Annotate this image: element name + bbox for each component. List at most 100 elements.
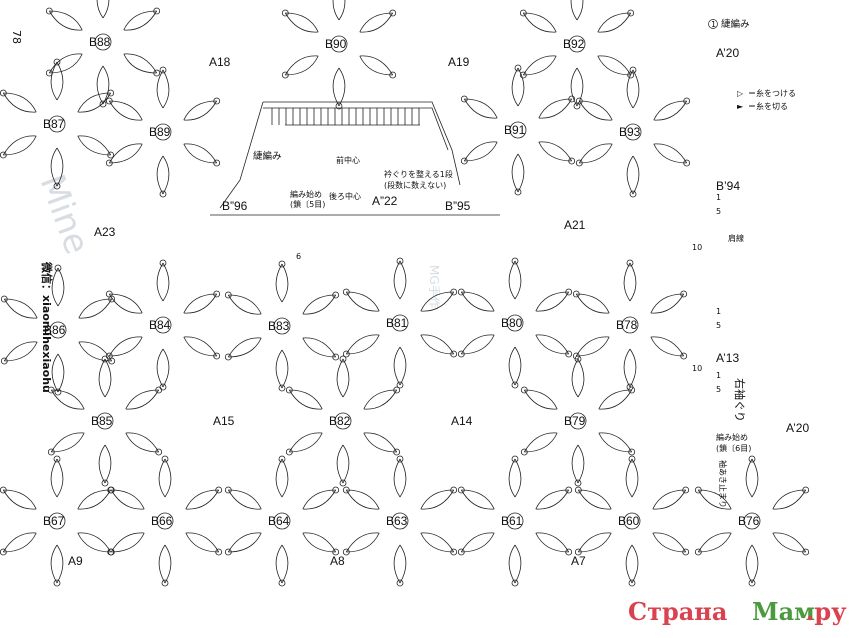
right-column-label-0: A’20 [716,46,739,60]
star-label-b84: B84 [149,318,171,332]
hexagon-label-a15: A15 [213,414,235,428]
star-motif-b83 [224,260,340,392]
annotation-start-sleeve-2: (鎖〔6目) [716,443,751,453]
star-label-b88: B88 [89,35,111,49]
collar-border [210,101,500,216]
brand-part3: .ру [806,597,847,626]
star-motif-b86 [0,264,116,396]
hexagon-label-a21: A21 [564,218,586,232]
hexagon-label-a9: A9 [68,554,83,568]
star-label-b81: B81 [386,316,408,330]
watermark-mine: Mine [32,169,97,259]
row-number-mid-1: 1 [716,307,721,316]
star-label-b63: B63 [386,514,408,528]
star-label-b87: B87 [43,117,65,131]
brand-part1: Страна [628,597,727,626]
annotation-right-sleeve: 右袖ぐり [733,378,747,422]
row-number-round-1: 1 [711,20,716,29]
legend-label-join: ＝糸をつける [748,88,796,98]
annotation-top-right: 緁編み [721,18,750,30]
right-column-label-3: A’20 [786,421,809,435]
star-motif-b88 [45,0,161,108]
watermark-mg: MG手作 [427,265,441,309]
watermark-layer: Mine MG手作 [32,169,441,308]
row-number-lower-1: 1 [716,371,721,380]
collar-label-a22: A”22 [372,194,398,208]
star-motif-b60 [574,455,690,587]
hexagon-label-a8: A8 [330,554,345,568]
annotation-start-sleeve-1: 編み始め [716,432,748,442]
hexagon-label-a23: A23 [94,225,116,239]
star-motif-b82 [285,355,401,487]
page-number: 78 [10,30,23,44]
annotation-back-center: 後ろ中心 [329,191,361,201]
brand-part2: Мам [752,597,815,626]
star-motif-b92 [519,0,635,110]
annotation-front-center: 前中心 [336,155,360,165]
star-label-b64: B64 [268,514,290,528]
row-number-inner-6: 6 [296,252,301,261]
star-motif-b80 [457,257,573,389]
collar-label-b95: B”95 [445,199,471,213]
star-motif-b81 [342,257,458,389]
star-motif-b93 [575,66,691,198]
star-motif-b85 [47,355,163,487]
star-label-b82: B82 [329,414,351,428]
motif-line-layer [0,0,810,587]
watermark-wechat: 微信：xiaomihexiaohu [40,261,54,393]
star-label-b90: B90 [325,37,347,51]
star-motif-b78 [572,259,688,391]
collar-pickets [271,108,420,125]
star-motif-b63 [342,455,458,587]
star-label-b89: B89 [149,125,171,139]
collar-label-b96: B”96 [222,199,248,213]
annotation-start-collar-2: (鎖〔5目) [290,199,325,209]
legend-symbol-join: ▷ [737,89,744,98]
right-column-label-1: B’94 [716,179,740,193]
star-label-b92: B92 [563,37,585,51]
star-motif-b61 [457,455,573,587]
star-label-b76: B76 [738,514,760,528]
star-label-b80: B80 [501,316,523,330]
annotations: 緁編み 緁編み 前中心 衿ぐりを整える1段 (段数に数えない) 編み始め (鎖〔… [253,18,751,508]
star-motif-b79 [520,355,636,487]
annotation-border-left: 緁編み [253,150,282,162]
star-label-b67: B67 [43,514,65,528]
brand-logo: Страна Мам .ру [628,597,847,626]
star-motif-b90 [281,0,397,110]
hexagon-label-a18: A18 [209,55,231,69]
annotation-collar-note-1: 衿ぐりを整える1段 [384,169,453,179]
star-motif-b66 [107,455,223,587]
row-number-lower-5: 5 [716,385,721,394]
legend-symbol-cut: ► [737,102,744,111]
row-numbers: 1 1 5 10 1 5 1 5 10 6 [296,19,721,394]
hexagon-label-a7: A7 [571,554,586,568]
star-motif-b64 [224,455,340,587]
star-motif-b84 [105,259,221,391]
star-label-b79: B79 [564,414,586,428]
annotation-shoulder-line: 肩線 [728,233,744,243]
star-label-b86: B86 [44,323,66,337]
legend-label-cut: ＝糸を切る [748,101,788,111]
star-motif-b89 [105,66,221,198]
star-label-b93: B93 [619,125,641,139]
hexagon-label-a19: A19 [448,55,470,69]
star-label-b85: B85 [91,414,113,428]
star-motif-b91 [460,64,576,196]
right-column-label-2: A’13 [716,351,739,365]
row-number-mid-5: 5 [716,321,721,330]
star-label-b83: B83 [268,319,290,333]
annotation-sleeve-stop: 袖あき止まり [718,460,728,508]
hexagon-label-a14: A14 [451,414,473,428]
star-label-b91: B91 [504,123,526,137]
star-label-b61: B61 [501,514,523,528]
row-number-top-10: 10 [692,243,702,252]
annotation-collar-note-2: (段数に数えない) [384,180,446,190]
star-motif-b76 [694,455,810,587]
star-motif-b87 [0,58,115,190]
row-number-top-1: 1 [716,193,721,202]
row-number-top-5: 5 [716,207,721,216]
row-number-lower-10: 10 [692,364,702,373]
